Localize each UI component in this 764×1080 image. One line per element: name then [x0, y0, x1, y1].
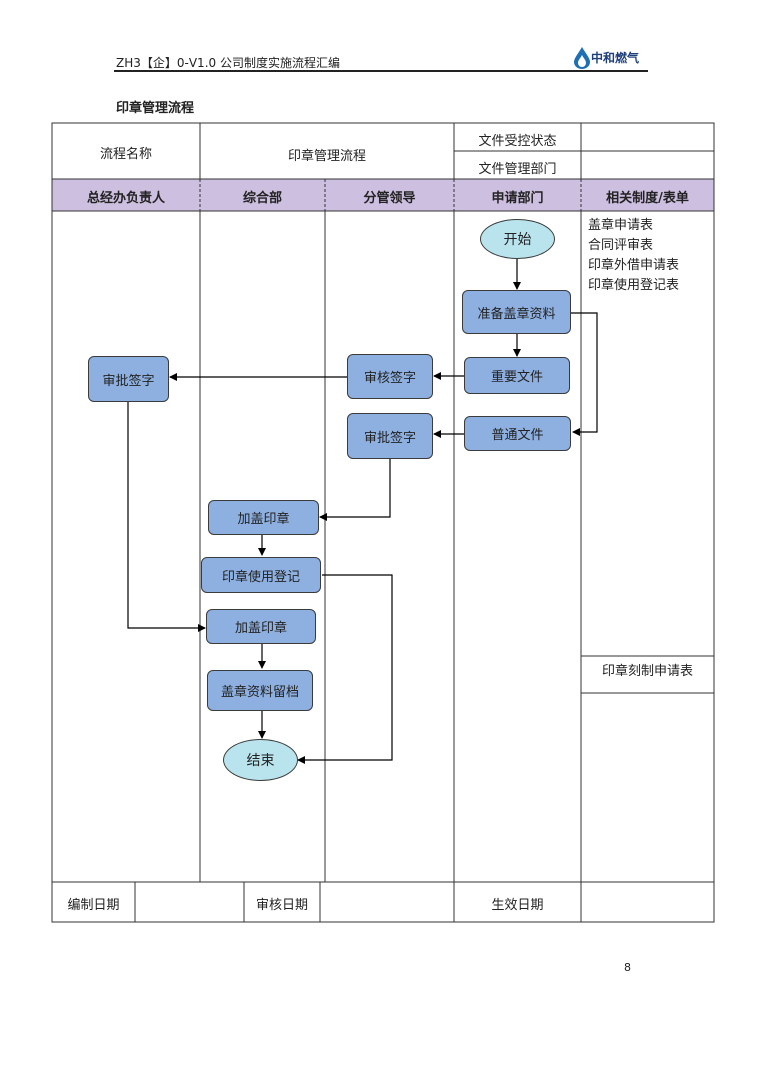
lane-gm-office: 总经办负责人 — [86, 191, 165, 206]
lane-related-forms: 相关制度/表单 — [606, 191, 689, 206]
document-code: ZH3【企】0-V1.0 公司制度实施流程汇编 — [116, 56, 340, 70]
important-document-node: 重要文件 — [464, 357, 570, 394]
review-date-label: 审核日期 — [255, 898, 308, 913]
form-seal-borrow-application: 印章外借申请表 — [588, 258, 680, 273]
start-node: 开始 — [480, 219, 555, 259]
lane-general-dept: 综合部 — [242, 191, 282, 206]
prepare-materials-node: 准备盖章资料 — [462, 290, 571, 334]
effective-date-label: 生效日期 — [491, 898, 544, 913]
lane-applicant-dept: 申请部门 — [491, 191, 544, 206]
form-seal-application: 盖章申请表 — [588, 218, 654, 233]
end-node: 结束 — [223, 739, 298, 781]
seal-usage-register-node: 印章使用登记 — [201, 557, 321, 593]
affix-seal-node-1: 加盖印章 — [208, 500, 319, 535]
lane-header-bar — [52, 179, 714, 211]
doc-management-dept-label: 文件管理部门 — [478, 162, 557, 177]
header-rule — [114, 70, 648, 72]
doc-control-status-label: 文件受控状态 — [478, 134, 557, 149]
flame-drop-icon — [574, 47, 590, 69]
logo-text: 中和燃气 — [591, 51, 640, 65]
compile-date-label: 编制日期 — [67, 898, 120, 913]
affix-seal-node-2: 加盖印章 — [206, 609, 316, 644]
gm-approve-sign-node: 审批签字 — [88, 356, 169, 402]
process-name-value: 印章管理流程 — [287, 149, 366, 164]
process-name-label: 流程名称 — [99, 147, 152, 162]
form-seal-usage-register: 印章使用登记表 — [588, 278, 680, 293]
lane-leader: 分管领导 — [363, 191, 416, 206]
form-contract-review: 合同评审表 — [588, 238, 654, 253]
review-sign-node: 审核签字 — [347, 354, 433, 399]
section-title: 印章管理流程 — [116, 101, 195, 116]
page-number: 8 — [624, 961, 631, 974]
normal-document-node: 普通文件 — [464, 416, 571, 451]
form-seal-engraving-application: 印章刻制申请表 — [601, 664, 693, 679]
archive-materials-node: 盖章资料留档 — [207, 670, 313, 711]
leader-approve-sign-node: 审批签字 — [347, 413, 433, 459]
company-logo — [572, 46, 652, 70]
